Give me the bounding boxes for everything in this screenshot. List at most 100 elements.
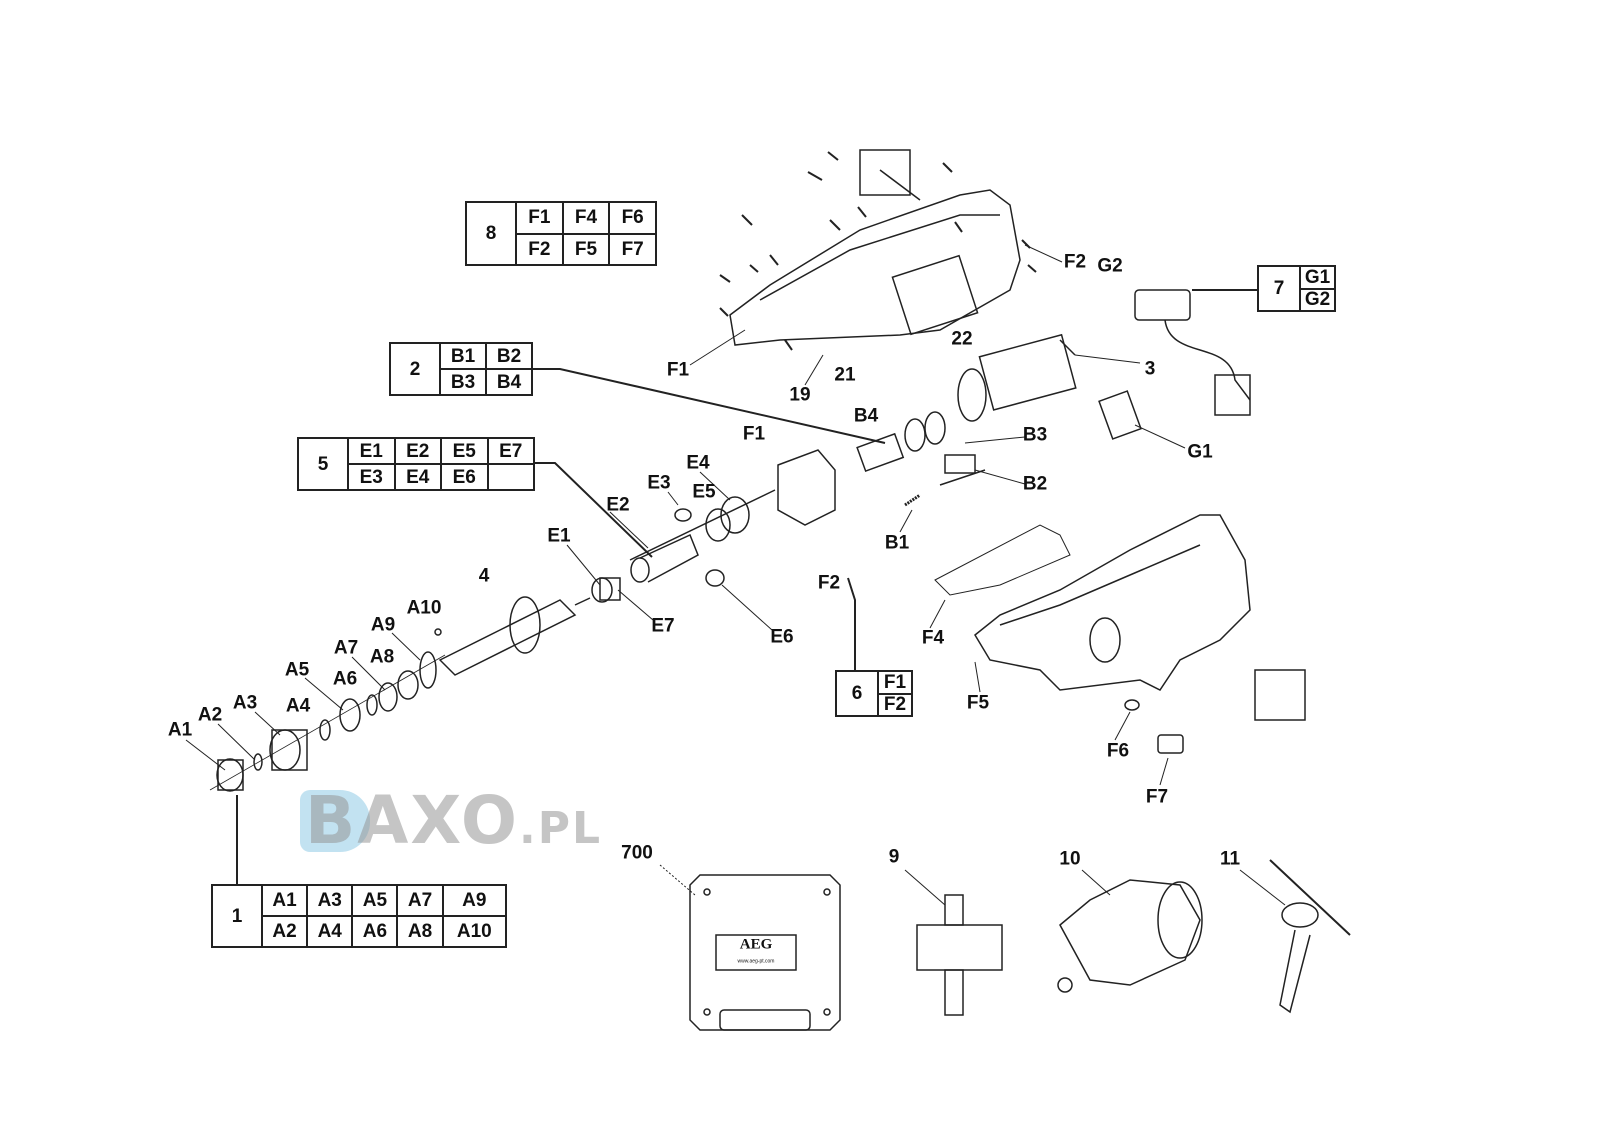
kit-part-cell: E4 (393, 463, 442, 491)
part-label: E5 (692, 481, 716, 503)
side-handle (1269, 859, 1351, 1014)
part-label: E2 (606, 494, 630, 516)
leader-kit-6 (847, 577, 856, 670)
kit-part-cell: F1 (877, 670, 913, 695)
watermark-suffix: .PL (519, 803, 603, 854)
housing-upper (729, 149, 1021, 346)
part-label: E1 (547, 525, 571, 547)
gear-housing (674, 449, 836, 542)
part-label: G2 (1097, 255, 1123, 277)
part-label: F5 (966, 692, 990, 714)
part-label: B3 (1022, 424, 1048, 446)
part-label: B1 (884, 532, 910, 554)
kit-part-cell: F4 (561, 201, 611, 235)
switch-assembly (1098, 289, 1251, 440)
part-label: A1 (167, 719, 193, 741)
gear-parts (856, 411, 986, 507)
kit-part-cell: B3 (439, 368, 487, 396)
kit-part-cell: E7 (486, 437, 535, 465)
kit-part-cell: A5 (351, 884, 399, 917)
part-label: F2 (1063, 251, 1087, 273)
part-label: A8 (369, 646, 395, 668)
drill-chuck (1057, 879, 1203, 993)
part-label: F4 (921, 627, 945, 649)
kit-part-cell: E3 (347, 463, 396, 491)
main-shaft (438, 596, 591, 676)
kit-part-cell: E5 (440, 437, 489, 465)
label-leaders (185, 244, 1286, 906)
kit-part-cell: F2 (515, 232, 564, 266)
kit-part-cell: F2 (877, 692, 913, 717)
kit-part-cell: B2 (485, 342, 533, 370)
part-label: 10 (1059, 848, 1081, 870)
kit-number: 6 (835, 670, 879, 717)
kit-number: 7 (1257, 265, 1301, 312)
front-rings (209, 628, 446, 792)
part-label: A5 (284, 659, 310, 681)
part-label: 700 (621, 842, 653, 864)
part-label: B2 (1022, 473, 1048, 495)
part-label: A4 (285, 695, 311, 717)
kit-part-cell: E1 (347, 437, 396, 465)
case-logo-url: www.aeg-pt.com (737, 958, 775, 965)
part-label: A6 (332, 668, 358, 690)
motor-armature (957, 333, 1077, 422)
kit-part-cell: F5 (561, 232, 611, 266)
part-label: A3 (232, 692, 258, 714)
part-label: F1 (666, 359, 690, 381)
kit-part-cell: A4 (306, 915, 354, 948)
kit-part-cell: A3 (306, 884, 354, 917)
case-logo-brand: AEG (739, 936, 773, 953)
kit-part-cell: G2 (1299, 287, 1336, 312)
kit-part-cell: A2 (260, 915, 309, 948)
kit-part-cell: A9 (441, 884, 508, 917)
kit-part-cell: A8 (396, 915, 444, 948)
kit-number: 2 (389, 342, 441, 396)
part-label: 4 (478, 565, 490, 587)
kit-part-cell: F6 (608, 201, 657, 235)
part-label: 21 (834, 364, 856, 386)
part-label: F1 (742, 423, 766, 445)
kit-part-cell: A1 (260, 884, 309, 917)
part-label: B4 (853, 405, 879, 427)
watermark-logo (300, 790, 370, 852)
part-label: F7 (1145, 786, 1169, 808)
kit-part-cell (486, 463, 535, 491)
part-label: 3 (1144, 358, 1156, 380)
leader-kit-5 (534, 462, 653, 558)
part-label: F6 (1106, 740, 1130, 762)
kit-part-cell: G1 (1299, 265, 1336, 290)
kit-part-cell: B1 (439, 342, 487, 370)
housing-lower (934, 514, 1306, 754)
part-label: F2 (817, 572, 841, 594)
kit-part-cell: F7 (608, 232, 657, 266)
kit-part-cell: E6 (440, 463, 489, 491)
part-label: 9 (888, 846, 900, 868)
carry-case (689, 874, 841, 1031)
kit-number: 5 (297, 437, 349, 491)
part-label: E4 (686, 452, 710, 474)
part-label: E6 (770, 626, 794, 648)
part-label: 19 (789, 384, 811, 406)
spindle-tube (591, 489, 776, 603)
part-label: E3 (647, 472, 671, 494)
part-label: 22 (951, 328, 973, 350)
part-label: A9 (370, 614, 396, 636)
chuck-adaptor (916, 894, 1003, 1016)
kit-part-cell: F1 (515, 201, 564, 235)
part-label: 11 (1219, 848, 1241, 870)
leader-kit-2 (532, 368, 886, 444)
kit-part-cell: B4 (485, 368, 533, 396)
part-label: G1 (1187, 441, 1213, 463)
kit-part-cell: A10 (441, 915, 508, 948)
part-label: A7 (333, 637, 359, 659)
kit-part-cell: A7 (396, 884, 444, 917)
